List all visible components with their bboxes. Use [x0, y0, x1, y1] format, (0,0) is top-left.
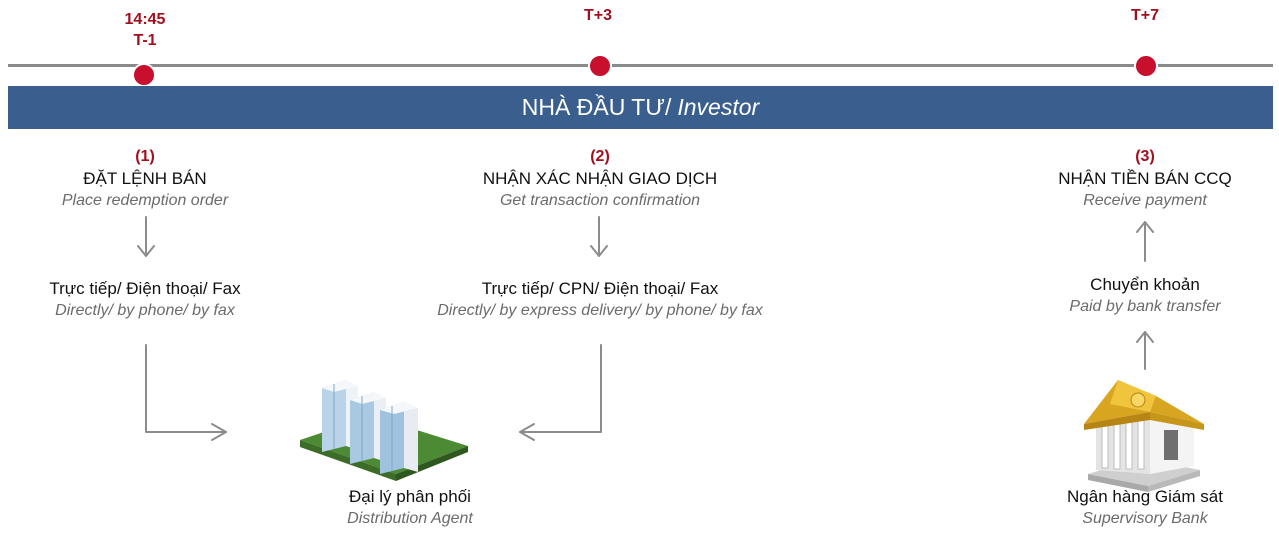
channel-2: Trực tiếp/ CPN/ Điện thoại/ Fax Directly… [390, 278, 810, 322]
arrow-to-agent-left [145, 344, 227, 441]
step-number: (1) [135, 148, 155, 165]
supervisory-bank-label: Ngân hàng Giám sát Supervisory Bank [1010, 486, 1279, 530]
entity-subtitle: Supervisory Bank [1082, 510, 1208, 527]
step-number: (3) [1135, 148, 1155, 165]
bank-house-icon [1084, 380, 1204, 492]
channel-title: Trực tiếp/ Điện thoại/ Fax [49, 279, 241, 298]
banner-title-vi: NHÀ ĐẦU TƯ/ [521, 94, 672, 120]
step-number: (2) [590, 148, 610, 165]
entity-subtitle: Distribution Agent [347, 510, 473, 527]
timeline-dot-t3 [588, 54, 612, 78]
step-1: (1) ĐẶT LỆNH BÁN Place redemption order [0, 146, 290, 212]
channel-title: Trực tiếp/ CPN/ Điện thoại/ Fax [481, 279, 719, 298]
timeline-label-t1: 14:45 T-1 [110, 9, 180, 51]
channel-subtitle: Directly/ by express delivery/ by phone/… [437, 302, 763, 319]
channel-subtitle: Paid by bank transfer [1069, 298, 1221, 315]
arrow-to-agent-right [519, 344, 602, 441]
step-subtitle: Receive payment [1083, 192, 1207, 209]
channel-3: Chuyển khoản Paid by bank transfer [1010, 274, 1279, 318]
step-2: (2) NHẬN XÁC NHẬN GIAO DỊCH Get transact… [420, 146, 780, 212]
timeline-dot-t1 [132, 63, 156, 87]
step-subtitle: Place redemption order [61, 192, 229, 209]
timeline-label-t3: T+3 [583, 7, 612, 24]
arrow-up-2 [1136, 331, 1154, 370]
step-3: (3) NHẬN TIỀN BÁN CCQ Receive payment [1010, 146, 1279, 212]
channel-1: Trực tiếp/ Điện thoại/ Fax Directly/ by … [0, 278, 290, 322]
timeline-time: 14:45 [124, 11, 166, 28]
investor-banner: NHÀ ĐẦU TƯ/ Investor [8, 86, 1273, 129]
step-title: NHẬN XÁC NHẬN GIAO DỊCH [482, 169, 718, 188]
timeline-day: T-1 [133, 32, 157, 49]
banner-title-en: Investor [677, 94, 760, 120]
step-subtitle: Get transaction confirmation [499, 192, 701, 209]
arrow-down-1 [137, 216, 155, 257]
timeline-dot-t7 [1134, 54, 1158, 78]
entity-title: Ngân hàng Giám sát [1067, 487, 1223, 506]
timeline-line [8, 64, 1273, 67]
arrow-down-2 [590, 216, 608, 257]
entity-title: Đại lý phân phối [349, 487, 471, 506]
step-title: NHẬN TIỀN BÁN CCQ [1058, 169, 1232, 188]
channel-subtitle: Directly/ by phone/ by fax [55, 302, 235, 319]
distribution-agent-label: Đại lý phân phối Distribution Agent [280, 486, 540, 530]
timeline-label-t7: T+7 [1130, 7, 1159, 24]
office-buildings-icon [300, 380, 468, 481]
channel-title: Chuyển khoản [1090, 275, 1200, 294]
arrow-up-1 [1136, 221, 1154, 262]
step-title: ĐẶT LỆNH BÁN [83, 169, 207, 188]
